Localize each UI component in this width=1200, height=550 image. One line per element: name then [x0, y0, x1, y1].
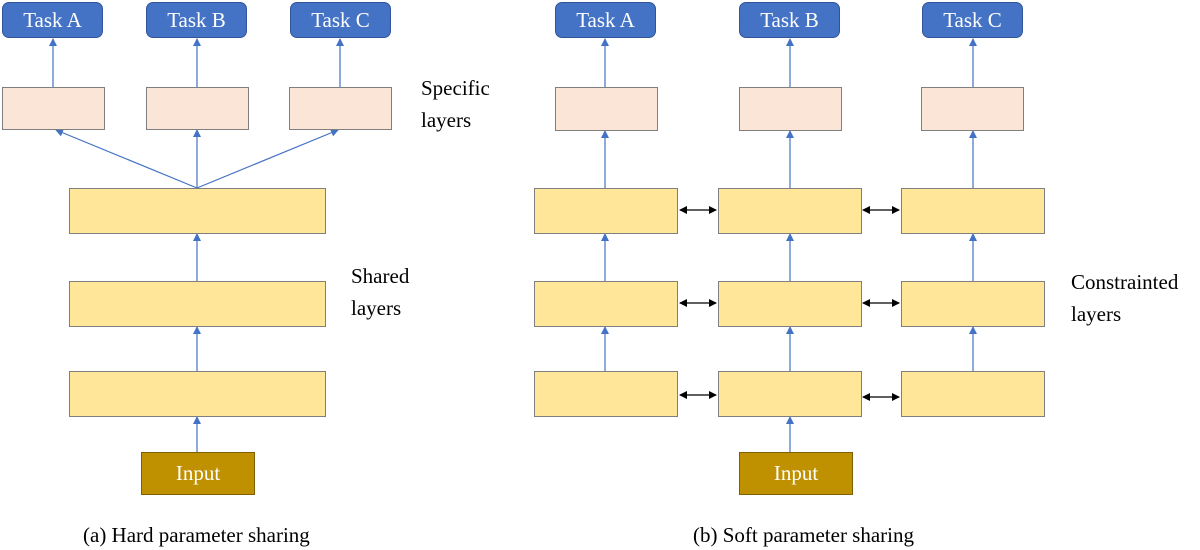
right-input-node: Input [739, 452, 853, 495]
left-shared-layer-3 [69, 188, 326, 234]
right-task-c: Task C [922, 2, 1023, 38]
right-caption: (b) Soft parameter sharing [693, 523, 915, 547]
left-task-a: Task A [2, 2, 103, 38]
left-input-node: Input [141, 452, 255, 495]
left-task-c: Task C [290, 2, 391, 38]
shared-label-line-1: Shared [351, 264, 410, 288]
right-specific-layer-a [555, 87, 658, 131]
left-specific-layer-b [146, 87, 249, 130]
right-task-a: Task A [555, 2, 656, 38]
right-constrained-a-2 [534, 281, 678, 327]
right-constrained-c-2 [901, 281, 1045, 327]
right-constrained-a-1 [534, 371, 678, 417]
specific-label-line-2: layers [421, 108, 472, 132]
specific-layers-label: Specific layers [421, 72, 490, 136]
right-task-b: Task B [739, 2, 840, 38]
left-shared-layer-2 [69, 281, 326, 327]
right-constrained-b-1 [718, 371, 862, 417]
right-constrained-b-3 [718, 188, 862, 234]
left-task-b: Task B [146, 2, 247, 38]
shared-label-line-2: layers [351, 296, 402, 320]
left-specific-layer-c [289, 87, 392, 130]
right-specific-layer-c [921, 87, 1024, 131]
right-constrained-a-3 [534, 188, 678, 234]
shared-layers-label: Shared layers [351, 260, 409, 324]
right-specific-layer-b [739, 87, 842, 131]
specific-label-line-1: Specific [421, 76, 490, 100]
right-constrained-c-3 [901, 188, 1045, 234]
left-specific-layer-a [2, 87, 105, 130]
right-constrained-c-1 [901, 371, 1045, 417]
constrained-label-line-2: layers [1071, 302, 1122, 326]
left-caption: (a) Hard parameter sharing [83, 523, 310, 547]
right-constrained-b-2 [718, 281, 862, 327]
constrained-layers-label: Constrainted layers [1071, 266, 1178, 330]
constrained-label-line-1: Constrainted [1071, 270, 1179, 294]
fan-left-a [55, 128, 198, 189]
left-shared-layer-1 [69, 371, 326, 417]
fan-left-c [196, 128, 339, 189]
